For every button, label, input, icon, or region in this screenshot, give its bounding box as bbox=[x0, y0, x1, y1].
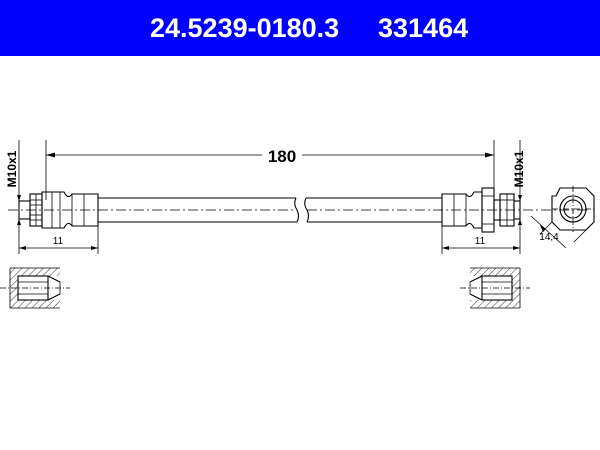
overall-length-label: 180 bbox=[268, 147, 296, 166]
technical-drawing: 180 bbox=[0, 140, 595, 309]
hose-tube bbox=[8, 197, 590, 223]
hex-size-label: 14,4 bbox=[539, 232, 559, 243]
right-fitting bbox=[441, 187, 521, 233]
part-number: 24.5239-0180.3 bbox=[150, 13, 340, 43]
left-section-detail bbox=[0, 267, 70, 309]
left-thread-dimension: M10x1 bbox=[5, 140, 21, 234]
right-length-label: 11 bbox=[475, 236, 486, 247]
right-length-dimension: 11 bbox=[441, 226, 521, 254]
right-thread-dimension: M10x1 bbox=[512, 140, 526, 234]
right-section-detail bbox=[460, 267, 530, 309]
left-thread-label: M10x1 bbox=[5, 150, 19, 187]
reference-number: 331464 bbox=[378, 13, 469, 43]
overall-length-dimension: 180 bbox=[45, 140, 495, 200]
title-bar: 24.5239-0180.3 331464 bbox=[0, 0, 600, 56]
left-length-label: 11 bbox=[53, 236, 64, 247]
right-thread-label: M10x1 bbox=[512, 150, 526, 187]
left-length-dimension: 11 bbox=[18, 226, 99, 254]
left-fitting bbox=[18, 191, 99, 229]
hex-nut-view: 14,4 bbox=[530, 186, 595, 249]
